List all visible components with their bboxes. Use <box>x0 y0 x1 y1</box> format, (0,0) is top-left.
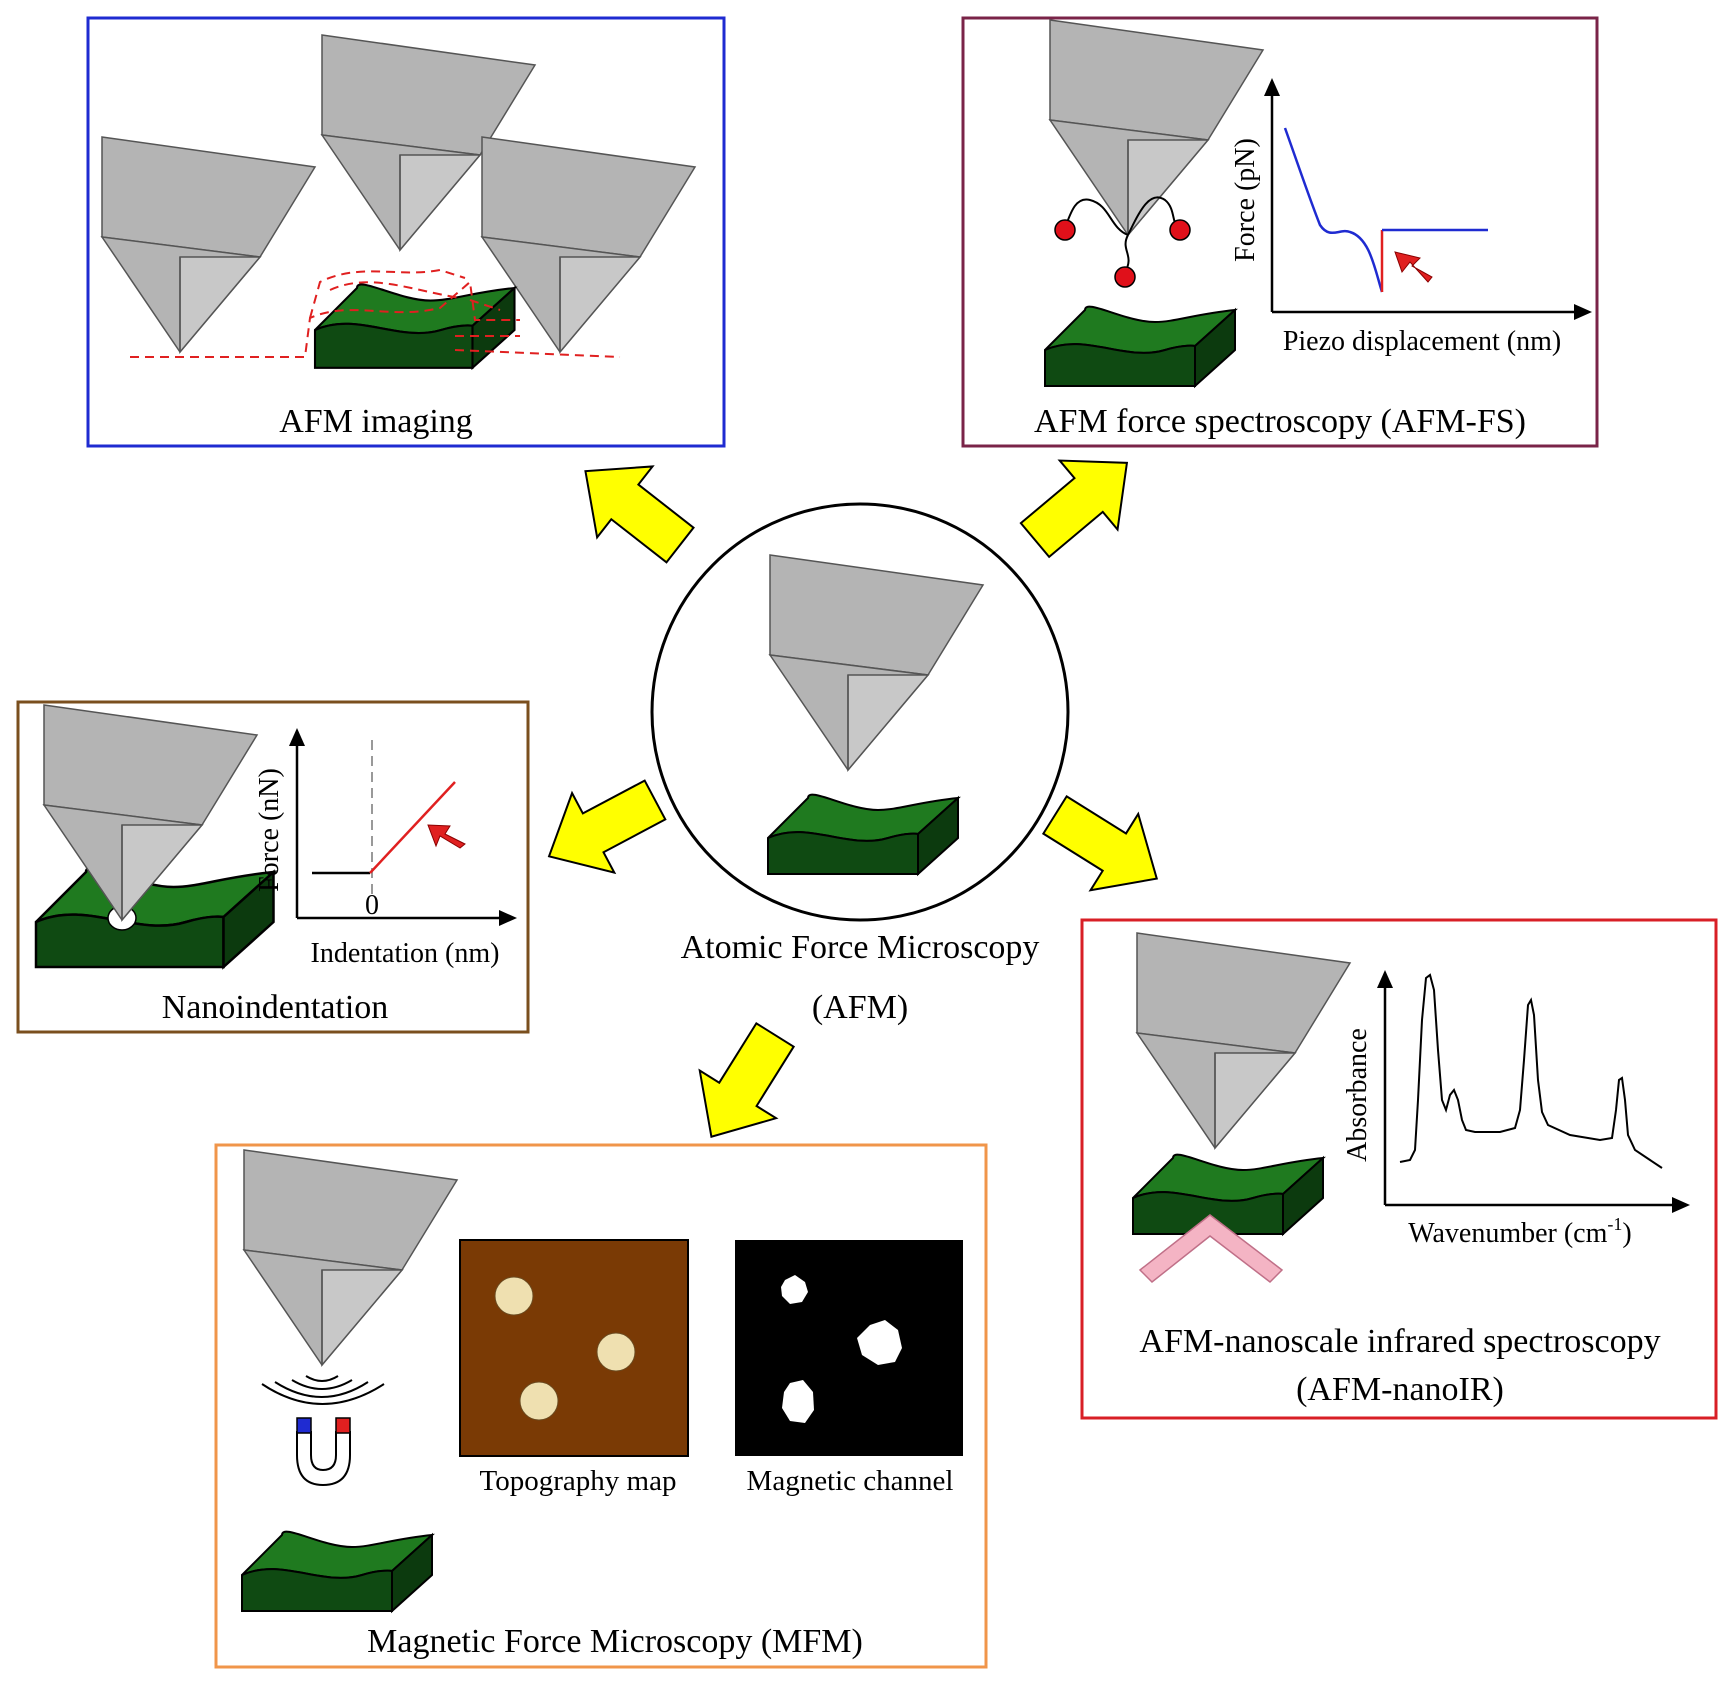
arrow-to-force-spectroscopy <box>1005 427 1157 576</box>
arrow-to-mfm <box>672 1010 815 1162</box>
nanoir-sample-icon <box>1132 1153 1324 1235</box>
fs-sample-icon <box>1044 305 1236 387</box>
nanoir-title-line2: (AFM-nanoIR) <box>1296 1371 1504 1408</box>
panel-afm-nanoir: Absorbance Wavenumber (cm-1) AFM-nanosca… <box>1080 918 1718 1420</box>
mfm-field-waves-icon <box>261 1375 385 1405</box>
mfm-title: Magnetic Force Microscopy (MFM) <box>367 1623 863 1660</box>
fs-molecule-icon <box>1054 196 1191 288</box>
panel-afm-force-spectroscopy: Force (pN) Piezo displacement (nm) AFM f… <box>961 16 1599 448</box>
fs-y-label: Force (pN) <box>1230 138 1261 262</box>
fs-x-label: Piezo displacement (nm) <box>1283 326 1561 357</box>
center-abbr: (AFM) <box>812 989 908 1026</box>
imaging-scan-lines <box>130 268 621 358</box>
nanoir-y-label: Absorbance <box>1342 1028 1373 1162</box>
imaging-title: AFM imaging <box>279 403 473 440</box>
center-afm-illustration <box>650 502 1070 922</box>
mfm-sample-icon <box>241 1530 433 1612</box>
nano-sample-icon <box>34 866 275 969</box>
nanoir-border <box>1080 918 1718 1420</box>
nanoir-ir-prism-icon <box>1138 1214 1284 1284</box>
mfm-magnetic-channel-map <box>735 1240 963 1456</box>
center-sample-icon <box>767 793 959 875</box>
nanoir-tip-icon <box>1136 932 1351 1149</box>
nanoir-x-label: Wavenumber (cm-1) <box>1408 1214 1631 1249</box>
arrow-to-nanoir <box>1030 775 1182 918</box>
fs-border <box>961 16 1599 448</box>
imaging-border <box>86 16 726 448</box>
arrow-to-nanoindentation <box>526 759 678 898</box>
center-title: Atomic Force Microscopy <box>681 929 1040 966</box>
fs-title: AFM force spectroscopy (AFM-FS) <box>1034 403 1526 440</box>
nano-title: Nanoindentation <box>162 989 389 1026</box>
mfm-map1-label: Topography map <box>480 1465 677 1497</box>
center-circle <box>650 502 1070 922</box>
nano-red-pointer-icon <box>427 824 466 849</box>
center-tip-icon <box>769 554 984 771</box>
imaging-sample-icon <box>313 283 516 369</box>
nano-zero-tick: 0 <box>365 890 379 921</box>
mfm-map2-label: Magnetic channel <box>747 1465 954 1497</box>
nanoir-title-line1: AFM-nanoscale infrared spectroscopy <box>1139 1323 1660 1360</box>
nano-border <box>16 700 530 1034</box>
panel-mfm: Topography map Magnetic channel Magnetic… <box>214 1143 988 1669</box>
nano-y-label: Force (nN) <box>254 768 285 892</box>
fs-curve-chart: Force (pN) Piezo displacement (nm) <box>1230 78 1592 357</box>
imaging-tip-left-icon <box>101 136 316 353</box>
mfm-magnet-icon <box>296 1417 351 1487</box>
arrow-to-imaging <box>556 434 709 582</box>
nano-curve-chart: 0 Force (nN) Indentation (nm) <box>254 728 517 969</box>
fs-approach-curve <box>1283 127 1384 293</box>
panel-nanoindentation: 0 Force (nN) Indentation (nm) Nanoindent… <box>16 700 530 1034</box>
nanoir-spectrum-chart: Absorbance Wavenumber (cm-1) <box>1342 970 1690 1249</box>
mfm-topography-map <box>459 1239 689 1457</box>
fs-red-pointer-icon <box>1394 251 1433 283</box>
nanoir-spectrum-line <box>1399 973 1663 1169</box>
mfm-tip-icon <box>243 1149 458 1366</box>
nano-x-label: Indentation (nm) <box>311 938 500 969</box>
nano-loading-line <box>369 781 456 874</box>
mfm-border <box>214 1143 988 1669</box>
panel-afm-imaging: AFM imaging <box>86 16 726 448</box>
